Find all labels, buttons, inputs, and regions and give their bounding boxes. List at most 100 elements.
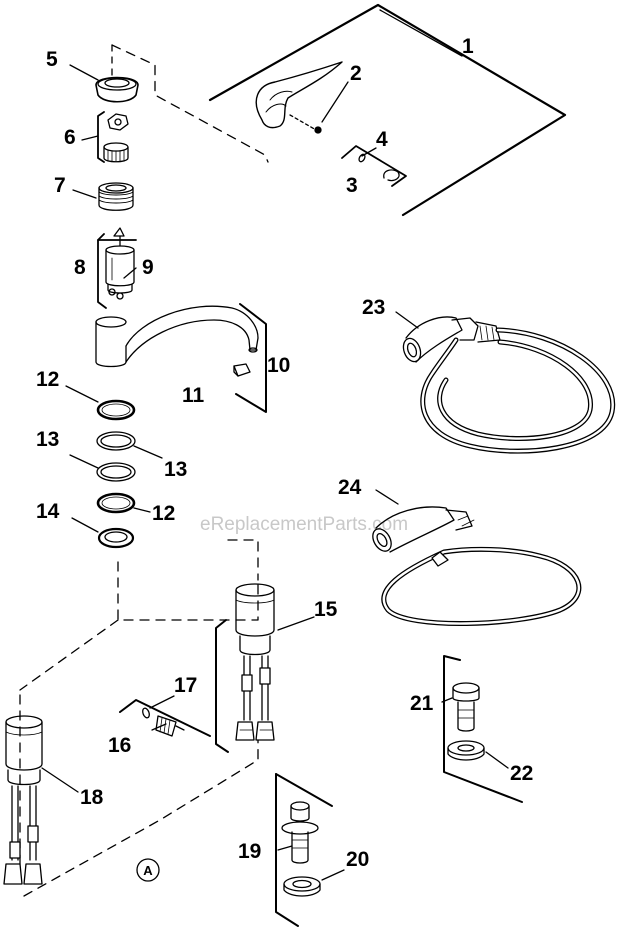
faucet-spout-icon xyxy=(95,305,259,368)
shank-18-group xyxy=(3,715,79,885)
callout-12-top: 12 xyxy=(36,368,59,391)
bracket-1 xyxy=(208,3,567,217)
bracket-21 xyxy=(443,655,523,803)
dome-cap-icon xyxy=(69,64,139,103)
leader-24 xyxy=(375,489,399,505)
hose-guide-group xyxy=(275,773,345,927)
callout-5: 5 xyxy=(46,48,58,71)
screw-path xyxy=(289,114,317,131)
leader-2 xyxy=(321,81,349,123)
set-screw-icon xyxy=(314,126,322,134)
leader-13a xyxy=(69,454,99,469)
coiled-hose-icon xyxy=(420,327,616,454)
callout-6: 6 xyxy=(64,126,76,149)
o-ring-icon xyxy=(96,431,136,451)
callout-17: 17 xyxy=(174,674,197,697)
spray-head-icon-2 xyxy=(372,506,475,553)
leader-18 xyxy=(41,767,79,793)
check-valve-icon xyxy=(155,715,185,737)
callout-13-left: 13 xyxy=(36,428,59,451)
aerator-icon xyxy=(233,363,251,377)
callout-15: 15 xyxy=(314,598,338,621)
washer-icon xyxy=(97,527,135,549)
bracket-19 xyxy=(275,773,299,927)
leader-6 xyxy=(81,135,99,141)
leader-12a xyxy=(65,385,99,403)
lever-handle-icon xyxy=(255,61,343,129)
supply-shank-icon xyxy=(235,583,275,741)
callout-16: 16 xyxy=(108,734,131,757)
callout-3: 3 xyxy=(346,174,358,197)
callout-10: 10 xyxy=(267,354,290,377)
rings-group xyxy=(65,385,163,549)
leader-22 xyxy=(485,751,509,769)
threaded-ring-icon xyxy=(72,182,134,211)
lock-nut-icon xyxy=(283,876,321,897)
reference-mark-label: A xyxy=(143,863,153,878)
leader-17 xyxy=(149,695,175,709)
callout-2: 2 xyxy=(350,62,362,85)
plug-button-icon xyxy=(358,153,366,163)
leader-1 xyxy=(379,9,463,57)
bracket-6 xyxy=(97,111,105,163)
callout-24: 24 xyxy=(338,476,362,499)
leader-9 xyxy=(123,267,137,279)
leader-21 xyxy=(441,697,453,703)
leader-20 xyxy=(321,869,345,881)
watermark-text: eReplacementParts.com xyxy=(200,514,408,535)
callout-20: 20 xyxy=(346,848,369,871)
leader-23 xyxy=(395,311,419,329)
sprayer-hose-24-group xyxy=(372,489,582,626)
sprayer-hose-23-group xyxy=(395,311,616,454)
callout-7: 7 xyxy=(54,174,66,197)
retaining-ring-icon xyxy=(96,399,136,421)
leader-16 xyxy=(151,723,167,731)
callout-14: 14 xyxy=(36,500,60,523)
bracket-16 xyxy=(119,699,211,737)
o-ring-small-icon xyxy=(108,288,116,296)
mount-bolt-icon xyxy=(452,682,480,732)
hex-nut-icon xyxy=(107,113,129,131)
shank-15-group xyxy=(215,583,315,753)
retaining-ring-icon-2 xyxy=(96,492,136,514)
base-dashed-right xyxy=(227,539,259,581)
retainer-icon xyxy=(383,169,400,182)
escutcheon-group xyxy=(441,655,523,803)
leader-15 xyxy=(277,616,315,631)
callout-4: 4 xyxy=(376,128,388,151)
bracket-3-4 xyxy=(341,145,407,187)
base-dashed-upper xyxy=(117,561,259,621)
callout-8: 8 xyxy=(74,256,86,279)
callout-1: 1 xyxy=(462,35,474,58)
bracket-15 xyxy=(215,619,229,753)
leader-7 xyxy=(72,189,97,199)
callout-13-right: 13 xyxy=(164,458,187,481)
o-ring-small-icon-2 xyxy=(116,292,124,300)
leader-12b xyxy=(133,507,151,513)
o-ring-icon-2 xyxy=(96,462,136,482)
bracket-8 xyxy=(97,233,107,309)
callout-labels: 1 2 3 4 5 6 7 8 9 10 11 12 13 13 12 14 1… xyxy=(36,35,533,871)
check-valve-group xyxy=(119,695,211,737)
hose-loop-icon xyxy=(381,546,582,626)
callout-19: 19 xyxy=(238,840,261,863)
callout-18: 18 xyxy=(80,786,104,809)
leader-13b xyxy=(133,445,163,459)
leader-19 xyxy=(277,845,293,851)
callout-21: 21 xyxy=(410,692,434,715)
hose-guide-icon xyxy=(281,801,319,864)
reference-mark-a: A xyxy=(136,858,160,882)
base-dashed-lower xyxy=(23,739,259,897)
callout-23: 23 xyxy=(362,296,385,319)
bracket-10 xyxy=(235,303,267,413)
leader-14 xyxy=(71,517,99,533)
base-washer-icon xyxy=(447,740,485,761)
supply-shank-icon-2 xyxy=(3,715,43,885)
callout-22: 22 xyxy=(510,762,533,785)
bracket-19-top xyxy=(275,773,333,807)
o-ring-tiny-icon xyxy=(142,707,150,719)
bushing-kit-group xyxy=(81,111,129,163)
callout-12-bottom: 12 xyxy=(152,502,175,525)
leader-5 xyxy=(69,64,99,81)
